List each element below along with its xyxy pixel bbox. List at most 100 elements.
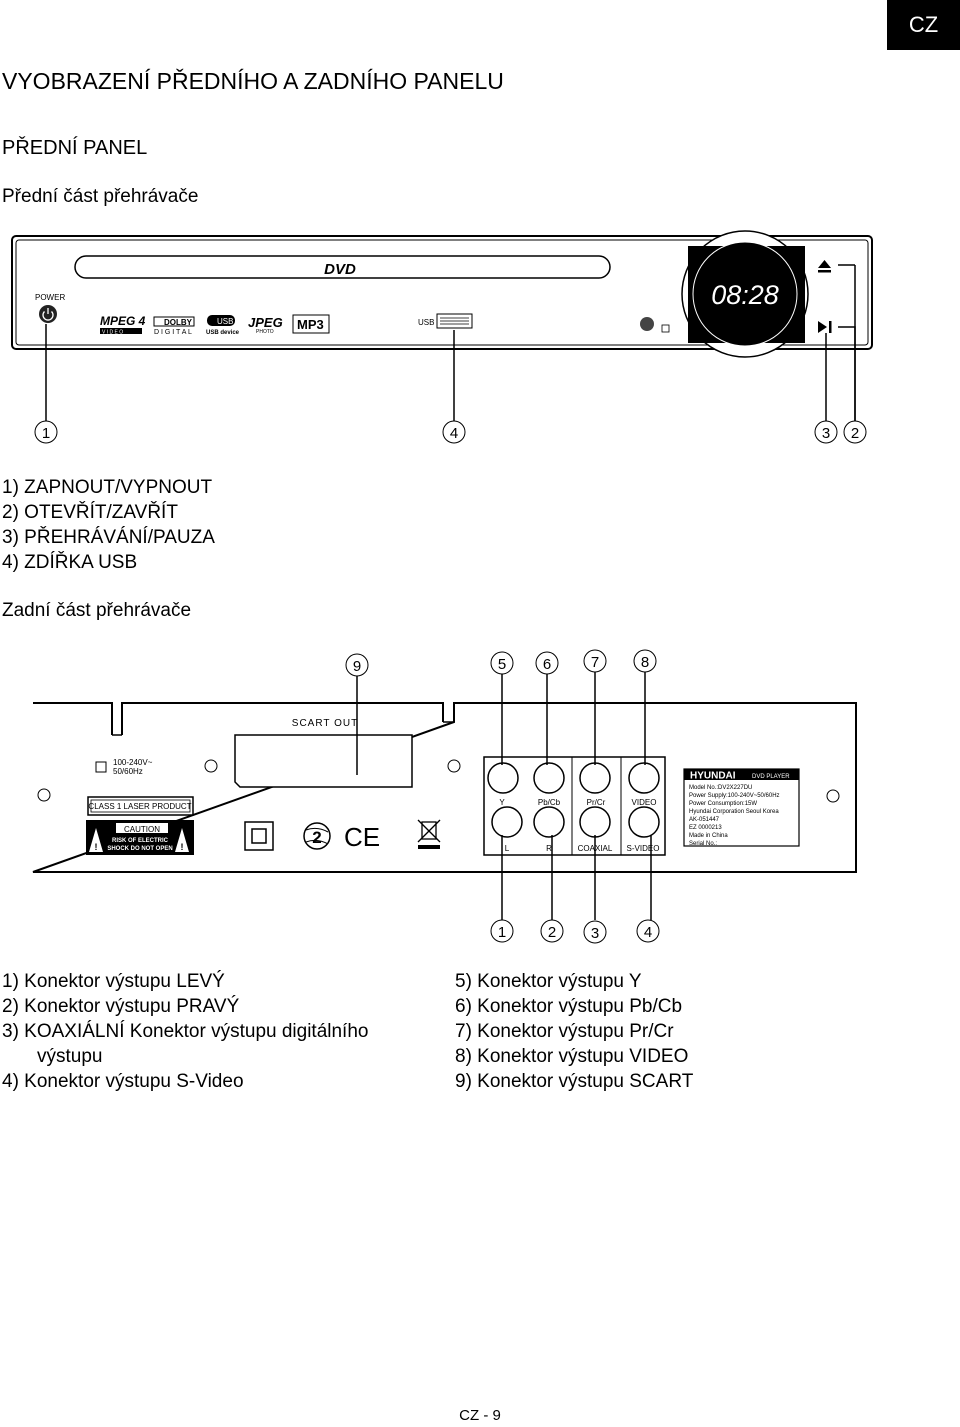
rear-panel-illustration: 9 5 6 7 8 100-240V~ 50/60Hz CLASS 1 LASE… (32, 649, 857, 944)
jack-label: VIDEO (632, 798, 657, 807)
weee-icon (417, 819, 441, 849)
list-item: 7) Konektor výstupu Pr/Cr (455, 1021, 674, 1042)
callout: 3 (814, 420, 838, 444)
callout: 4 (636, 919, 660, 943)
svg-text:6: 6 (543, 656, 551, 673)
callout: 8 (633, 649, 657, 673)
svg-text:4: 4 (644, 924, 652, 941)
svg-text:RISK OF ELECTRIC: RISK OF ELECTRIC (112, 838, 169, 844)
callout: 1 (34, 420, 58, 444)
laser-label: CLASS 1 LASER PRODUCT (88, 802, 191, 811)
svg-text:!: ! (95, 842, 98, 852)
jack-label: R (546, 844, 552, 853)
svg-text:!: ! (181, 842, 184, 852)
jack-s-video[interactable] (628, 806, 660, 838)
power-icon (42, 311, 54, 321)
jack-label: L (505, 844, 510, 853)
jack-label: Pr/Cr (587, 798, 606, 807)
mpeg4-logo: MPEG 4 V I D E O (100, 314, 146, 336)
language-tab: CZ (887, 0, 960, 50)
front-panel-illustration: DVD POWER MPEG 4 V I D E O DOLBY D I G I… (11, 230, 873, 444)
voltage-label: 50/60Hz (113, 767, 143, 776)
display-time: 08:28 (711, 280, 779, 310)
jack-label: Y (499, 798, 505, 807)
list-item: 3) KOAXIÁLNÍ Konektor výstupu digitálníh… (2, 1021, 369, 1042)
jack-video[interactable] (628, 762, 660, 794)
front-subtitle: Přední část přehrávače (2, 186, 199, 207)
rear-items-right: 5) Konektor výstupu Y 6) Konektor výstup… (455, 969, 693, 1094)
eject-icon[interactable] (818, 260, 831, 273)
scart-connector[interactable] (234, 734, 413, 788)
caution-label: CAUTION RISK OF ELECTRIC SHOCK DO NOT OP… (86, 820, 194, 855)
svg-text:D I G I T A L: D I G I T A L (154, 329, 192, 336)
jpeg-logo: JPEG PHOTO (248, 315, 283, 335)
region-icon: 2 (303, 822, 331, 850)
power-button[interactable] (39, 305, 57, 323)
usb-label: USB (418, 318, 434, 327)
list-item: 8) Konektor výstupu VIDEO (455, 1046, 689, 1067)
svg-text:8: 8 (641, 654, 649, 671)
front-items-list: 1) ZAPNOUT/VYPNOUT 2) OTEVŘÍT/ZAVŘÍT 3) … (2, 475, 215, 575)
list-item: 4) Konektor výstupu S-Video (2, 1071, 244, 1092)
voltage-label: 100-240V~ (113, 758, 153, 767)
jack-coaxial[interactable] (579, 806, 611, 838)
jack-audio-l[interactable] (491, 806, 523, 838)
svg-text:AK-051447: AK-051447 (689, 817, 720, 823)
svg-text:3: 3 (591, 925, 599, 942)
jack-y[interactable] (487, 762, 519, 794)
jack-label: S-VIDEO (627, 844, 660, 853)
svg-text:7: 7 (591, 654, 599, 671)
callout: 9 (345, 653, 369, 677)
svg-text:HYUNDAI: HYUNDAI (690, 771, 736, 782)
list-item: 9) Konektor výstupu SCART (455, 1071, 694, 1092)
svg-text:PHOTO: PHOTO (256, 329, 274, 335)
svg-text:Hyundai Corporation Seoul Kore: Hyundai Corporation Seoul Korea (689, 809, 779, 815)
power-label: POWER (35, 293, 65, 302)
warning-icon (175, 828, 189, 852)
list-item: 1) Konektor výstupu LEVÝ (2, 971, 225, 992)
jack-label: Pb/Cb (538, 798, 561, 807)
callout: 2 (540, 919, 564, 943)
svg-text:9: 9 (353, 658, 361, 675)
list-item: 6) Konektor výstupu Pb/Cb (455, 996, 683, 1017)
svg-text:2: 2 (851, 425, 859, 442)
list-item: výstupu (37, 1046, 103, 1067)
svg-text:4: 4 (450, 425, 458, 442)
svg-text:1: 1 (498, 924, 506, 941)
rating-label: HYUNDAI DVD PLAYER Model No.:DV2X227DU P… (683, 768, 800, 847)
usb-port[interactable] (436, 313, 473, 329)
svg-text:MP3: MP3 (297, 317, 324, 332)
callout: 5 (490, 651, 514, 675)
svg-text:Power Consumption:15W: Power Consumption:15W (689, 801, 757, 807)
callout: 6 (535, 651, 559, 675)
svg-text:SHOCK DO NOT OPEN: SHOCK DO NOT OPEN (107, 846, 172, 852)
ir-sensor (640, 317, 654, 331)
front-section-heading: PŘEDNÍ PANEL (2, 137, 148, 159)
page-number: CZ - 9 (459, 1407, 501, 1424)
svg-text:2: 2 (312, 828, 321, 847)
callout: 1 (490, 919, 514, 943)
svg-text:3: 3 (822, 425, 830, 442)
jack-audio-r[interactable] (533, 806, 565, 838)
svg-text:USB device: USB device (206, 330, 240, 336)
dolby-logo: DOLBY D I G I T A L (153, 316, 195, 336)
svg-text:MPEG 4: MPEG 4 (100, 314, 146, 328)
svg-text:JPEG: JPEG (248, 315, 283, 330)
svg-text:Serial No.:: Serial No.: (689, 841, 717, 847)
list-item: 2) OTEVŘÍT/ZAVŘÍT (2, 502, 178, 523)
callout: 2 (843, 420, 867, 444)
jack-pb-cb[interactable] (533, 762, 565, 794)
callout: 7 (583, 649, 607, 673)
list-item: 5) Konektor výstupu Y (455, 971, 642, 992)
jack-pr-cr[interactable] (579, 762, 611, 794)
svg-text:DOLBY: DOLBY (164, 318, 193, 327)
callout: 4 (442, 420, 466, 444)
list-item: 1) ZAPNOUT/VYPNOUT (2, 477, 213, 498)
play-pause-icon[interactable] (818, 321, 832, 333)
callout: 3 (583, 920, 607, 944)
mp3-logo: MP3 (292, 314, 330, 334)
svg-text:Made in China: Made in China (689, 833, 728, 839)
svg-text:5: 5 (498, 656, 506, 673)
svg-text:Model No.:DV2X227DU: Model No.:DV2X227DU (689, 785, 752, 791)
list-item: 3) PŘEHRÁVÁNÍ/PAUZA (2, 527, 215, 548)
